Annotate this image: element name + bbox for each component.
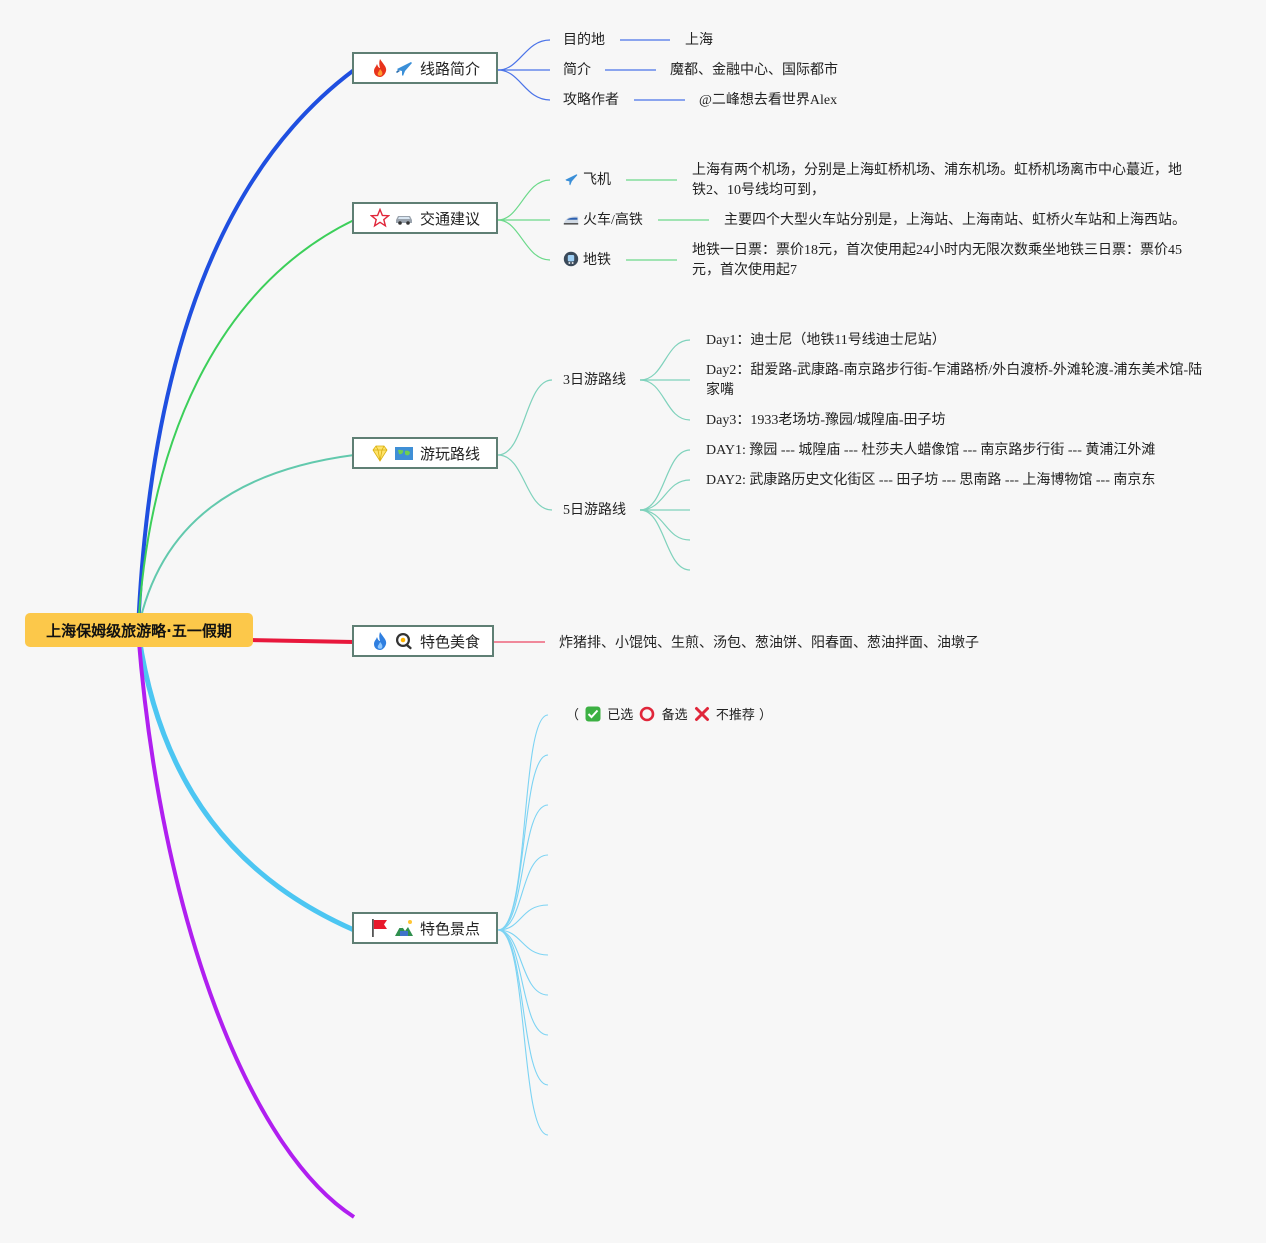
red-flag-icon (372, 919, 387, 937)
intro-summary-value[interactable]: 魔都、金融中心、国际都市 (670, 63, 838, 78)
topic-food[interactable]: 特色美食 (352, 625, 494, 657)
intro-author-value[interactable]: @二峰想去看世界Alex (699, 93, 838, 108)
map-icon (395, 447, 413, 460)
transport-train-value[interactable]: 主要四个大型火车站分别是，上海站、上海南站、虹桥火车站和上海西站。 (724, 213, 1186, 228)
branch-routes (137, 454, 355, 631)
branch-extra (136, 629, 356, 1219)
legend-not-recommended: 不推荐 (715, 708, 755, 723)
three-day-item-2[interactable]: Day2：甜爱路-武康路-南京路步行街-乍浦路桥/外白渡桥-外滩轮渡-浦东美术馆… (706, 363, 1203, 398)
topic-routes[interactable]: 游玩路线 (352, 437, 498, 469)
check-mark-icon (585, 706, 601, 722)
branch-route-intro (136, 68, 356, 631)
car-icon (396, 216, 412, 225)
root-title: 上海保姆级旅游略·五一假期 (46, 621, 232, 640)
branch-sights (135, 629, 356, 933)
airplane-icon (565, 174, 578, 186)
routes-five-day[interactable]: 5日游路线 (563, 503, 626, 518)
topic-food-label: 特色美食 (420, 632, 481, 651)
branch-food (249, 638, 355, 644)
root-topic[interactable]: 上海保姆级旅游略·五一假期 (25, 613, 253, 647)
intro-author-key[interactable]: 攻略作者 (563, 93, 619, 108)
branch-transport (137, 219, 355, 631)
food-list[interactable]: 炸猪排、小馄饨、生煎、汤包、葱油饼、阳春面、葱油拌面、油墩子 (559, 636, 979, 651)
intro-destination-value[interactable]: 上海 (685, 33, 713, 48)
topic-routes-label: 游玩路线 (420, 444, 481, 463)
sights-legend[interactable]: （ 已选 备选 不推荐 ） (566, 706, 772, 726)
legend-open-paren: （ (566, 708, 580, 723)
star-icon (370, 208, 390, 228)
landscape-icon (395, 920, 413, 936)
topic-transport[interactable]: 交通建议 (352, 202, 498, 234)
topic-route-intro[interactable]: 线路简介 (352, 52, 498, 84)
intro-summary-key[interactable]: 简介 (563, 63, 591, 78)
legend-close-paren: ） (759, 708, 773, 723)
topic-route-intro-label: 线路简介 (420, 59, 481, 78)
transport-train-key: 火车/高铁 (583, 213, 643, 228)
transport-plane-item[interactable]: 飞机 (563, 171, 611, 191)
legend-selected: 已选 (607, 708, 634, 723)
fire-icon (374, 59, 387, 77)
transport-train-item[interactable]: 火车/高铁 (563, 211, 643, 231)
intro-destination-key[interactable]: 目的地 (563, 33, 605, 48)
transport-plane-value[interactable]: 上海有两个机场，分别是上海虹桥机场、浦东机场。虹桥机场离市中心蕞近，地铁2、10… (692, 163, 1182, 198)
transport-plane-key: 飞机 (583, 173, 611, 188)
routes-three-day[interactable]: 3日游路线 (563, 373, 626, 388)
transport-metro-item[interactable]: 地铁 (563, 251, 611, 271)
five-day-item-1[interactable]: DAY1: 豫园 --- 城隍庙 --- 杜莎夫人蜡像馆 --- 南京路步行街 … (706, 443, 1156, 458)
topic-transport-label: 交通建议 (420, 209, 481, 228)
three-day-item-3[interactable]: Day3：1933老场坊-豫园/城隍庙-田子坊 (706, 413, 946, 428)
transport-metro-key: 地铁 (583, 253, 611, 268)
hollow-circle-icon (640, 706, 655, 722)
transport-metro-value[interactable]: 地铁一日票：票价18元，首次使用起24小时内无限次数乘坐地铁三日票：票价45元，… (692, 243, 1182, 278)
five-day-item-2[interactable]: DAY2: 武康路历史文化街区 --- 田子坊 --- 思南路 --- 上海博物… (706, 473, 1156, 488)
fried-egg-icon (396, 633, 412, 650)
legend-backup: 备选 (661, 708, 688, 723)
topic-sights-label: 特色景点 (420, 919, 481, 938)
airplane-icon (396, 62, 412, 76)
metro-icon (563, 251, 579, 267)
cross-mark-icon (694, 707, 709, 721)
topic-sights[interactable]: 特色景点 (352, 912, 498, 944)
three-day-item-1[interactable]: Day1：迪士尼（地铁11号线迪士尼站） (706, 333, 946, 348)
gem-icon (372, 445, 388, 462)
fire-icon (374, 632, 387, 650)
bullet-train-icon (563, 216, 579, 225)
